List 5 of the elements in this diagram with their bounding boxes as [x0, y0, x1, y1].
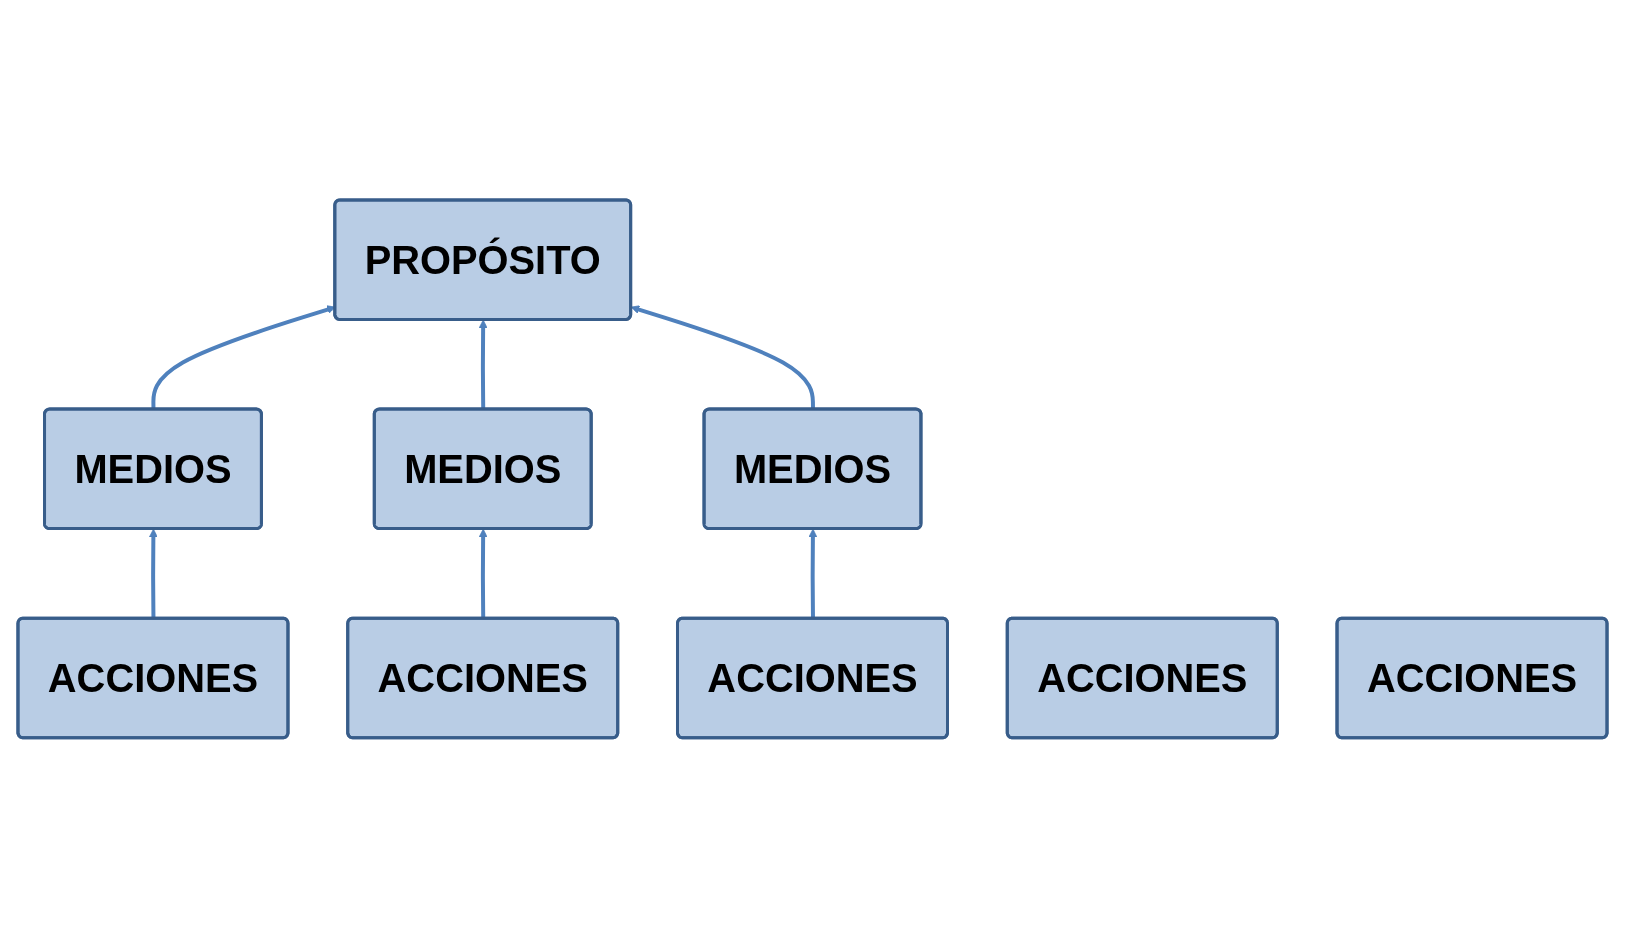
arrow [630, 305, 815, 410]
arrow [149, 528, 158, 619]
arrow [478, 319, 488, 410]
arrow [808, 528, 818, 619]
arrow [478, 528, 488, 619]
